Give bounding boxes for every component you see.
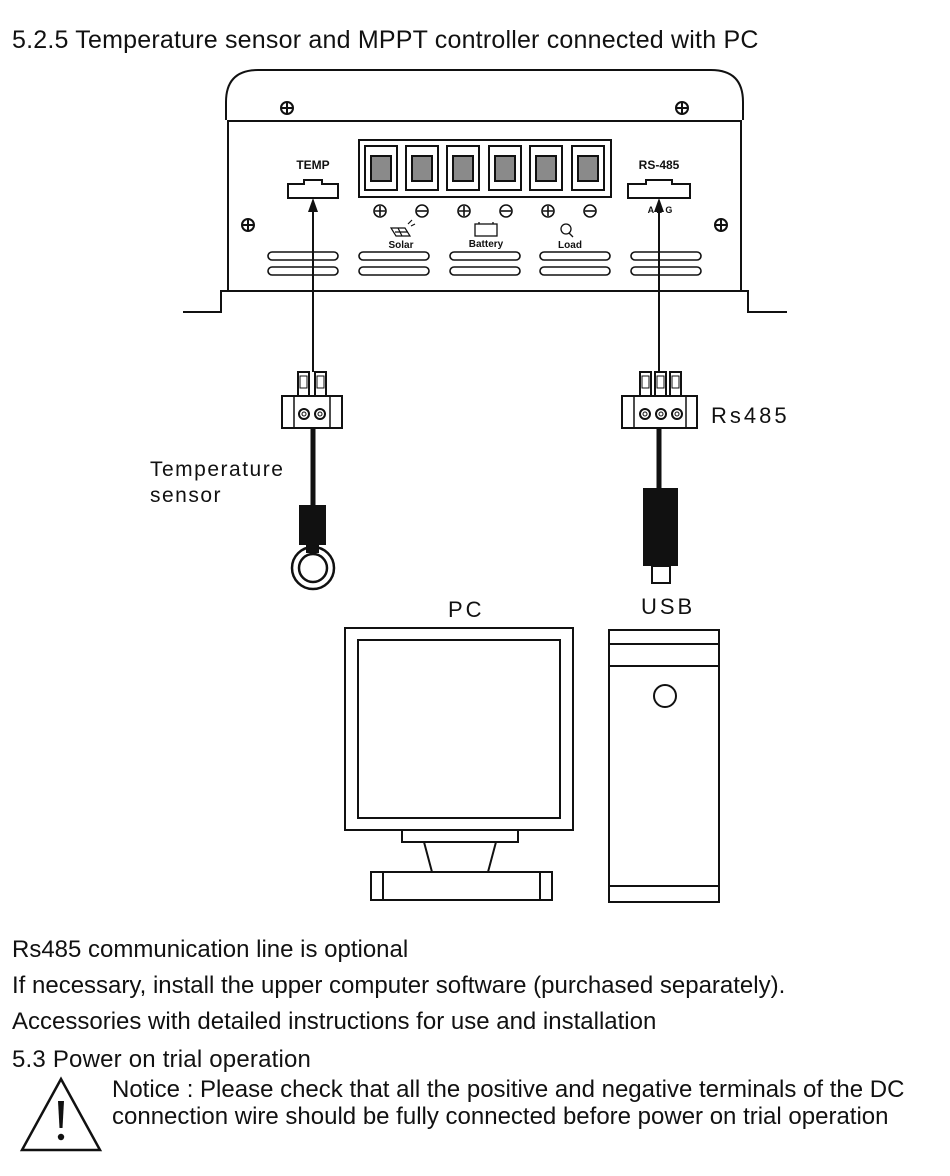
left-mounting-flange	[183, 290, 228, 313]
temperature-sensor-plug	[281, 371, 343, 429]
temperature-sensor-label-line1: Temperature	[150, 458, 285, 481]
temperature-sensor-label-line2: sensor	[150, 484, 223, 507]
rs485-port	[627, 179, 691, 199]
usb-plug-icon	[651, 565, 671, 584]
pc-monitor-icon	[344, 627, 574, 901]
temp-port-label: TEMP	[296, 158, 329, 172]
load-label: Load	[558, 240, 582, 251]
arrow-head-icon	[308, 198, 318, 212]
ring-terminal-icon	[290, 545, 336, 591]
plus-icon	[373, 204, 387, 218]
paragraph-rs485-optional: Rs485 communication line is optional	[12, 936, 409, 963]
screw-icon	[280, 101, 294, 115]
sensor-boot	[299, 505, 326, 545]
terminal-slot	[364, 145, 605, 191]
screw-icon	[714, 218, 728, 232]
plus-icon	[541, 204, 555, 218]
usb-label: USB	[641, 594, 696, 619]
battery-icon	[474, 222, 498, 237]
terminal-block	[358, 139, 612, 198]
rs485-connector-label: Rs485	[711, 403, 790, 428]
temp-port	[287, 179, 339, 199]
minus-icon	[499, 204, 513, 218]
rs485-plug	[621, 371, 698, 429]
pc-tower-icon	[608, 629, 720, 903]
subsection-heading: 5.3 Power on trial operation	[12, 1046, 312, 1073]
notice-text: Notice : Please check that all the posit…	[112, 1076, 905, 1130]
rs485-port-label: RS-485	[639, 158, 680, 172]
solar-panel-icon	[389, 219, 416, 237]
paragraph-accessories: Accessories with detailed instructions f…	[12, 1008, 657, 1035]
right-mounting-flange	[741, 290, 787, 313]
usb-adapter-body	[643, 488, 678, 566]
mppt-controller	[183, 69, 787, 313]
paragraph-install-software: If necessary, install the upper computer…	[12, 972, 786, 999]
rs485-pin-label: A B G	[648, 205, 673, 215]
screw-icon	[241, 218, 255, 232]
battery-label: Battery	[469, 239, 504, 250]
ventilation-slots	[267, 251, 702, 276]
solar-label: Solar	[388, 240, 413, 251]
pc-label: PC	[448, 597, 485, 622]
controller-front-panel	[227, 120, 742, 292]
load-bulb-icon	[560, 223, 574, 238]
controller-top-cover	[225, 69, 744, 120]
plus-icon	[457, 204, 471, 218]
screw-icon	[675, 101, 689, 115]
minus-icon	[583, 204, 597, 218]
arrow-head-icon	[654, 198, 664, 212]
minus-icon	[415, 204, 429, 218]
warning-icon	[19, 1076, 103, 1152]
section-heading: 5.2.5 Temperature sensor and MPPT contro…	[12, 26, 759, 54]
